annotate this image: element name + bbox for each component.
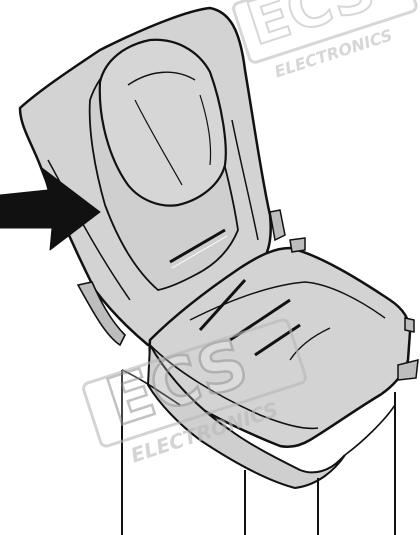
left-hinge xyxy=(76,281,126,347)
watermark-top: ECS ELECTRONICS xyxy=(232,0,418,81)
seat-cushion xyxy=(148,246,412,448)
seat-base xyxy=(121,341,396,535)
headrest xyxy=(98,38,227,207)
arrow-right-icon xyxy=(0,167,101,251)
side-trim xyxy=(269,209,419,381)
